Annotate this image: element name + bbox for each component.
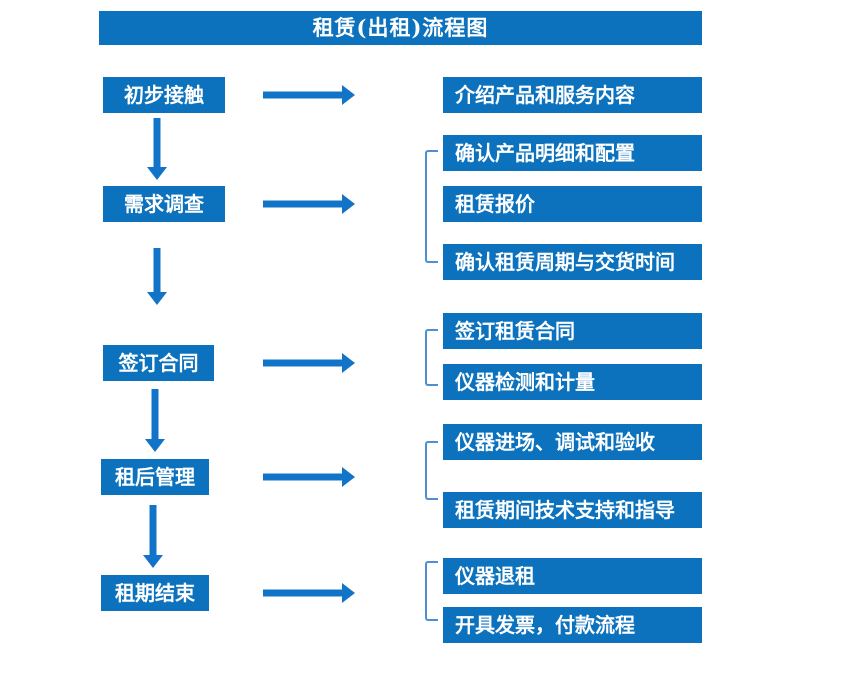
detail-box-confirm-rental-period-delivery: 确认租赁周期与交货时间: [443, 244, 702, 280]
right-arrow-shaft: [263, 200, 343, 208]
down-arrow-icon-3: [145, 389, 165, 452]
bracket-group-post-rental: [425, 441, 438, 500]
right-arrow-icon-5: [263, 583, 355, 603]
right-arrow-shaft: [263, 473, 343, 481]
down-arrow-shaft: [149, 505, 157, 556]
down-arrow-icon-1: [147, 118, 167, 180]
down-arrow-shaft: [151, 389, 159, 440]
flowchart-title: 租赁(出租)流程图: [99, 11, 702, 45]
step-box-rental-end: 租期结束: [101, 575, 209, 611]
bracket-group-rental-end: [425, 561, 438, 621]
detail-box-tech-support-during-rental: 租赁期间技术支持和指导: [443, 492, 702, 528]
right-arrow-head: [342, 583, 355, 603]
right-arrow-head: [342, 467, 355, 487]
detail-box-confirm-product-details: 确认产品明细和配置: [443, 135, 702, 171]
detail-box-invoice-payment-process: 开具发票，付款流程: [443, 607, 702, 643]
right-arrow-icon-1: [263, 85, 355, 105]
step-box-sign-contract: 签订合同: [103, 345, 214, 381]
right-arrow-head: [342, 194, 355, 214]
bracket-group-sign-contract: [425, 329, 438, 386]
detail-box-instrument-entry-debug-acceptance: 仪器进场、调试和验收: [443, 424, 702, 460]
right-arrow-head: [342, 353, 355, 373]
detail-box-sign-rental-contract: 签订租赁合同: [443, 313, 702, 349]
down-arrow-shaft: [153, 248, 161, 293]
right-arrow-shaft: [263, 91, 343, 99]
step-box-initial-contact: 初步接触: [103, 77, 225, 113]
step-box-demand-survey: 需求调查: [103, 186, 225, 222]
down-arrow-icon-2: [147, 248, 167, 305]
right-arrow-shaft: [263, 359, 343, 367]
right-arrow-icon-3: [263, 353, 355, 373]
right-arrow-icon-2: [263, 194, 355, 214]
detail-box-rental-quotation: 租赁报价: [443, 186, 702, 222]
right-arrow-head: [342, 85, 355, 105]
bracket-group-demand-survey: [425, 150, 438, 263]
right-arrow-shaft: [263, 589, 343, 597]
down-arrow-head: [147, 292, 167, 305]
step-box-post-rental-management: 租后管理: [101, 459, 209, 495]
down-arrow-head: [147, 167, 167, 180]
detail-box-instrument-return: 仪器退租: [443, 558, 702, 594]
down-arrow-icon-4: [143, 505, 163, 568]
down-arrow-head: [145, 439, 165, 452]
right-arrow-icon-4: [263, 467, 355, 487]
detail-box-instrument-testing-metering: 仪器检测和计量: [443, 364, 702, 400]
detail-box-introduce-products-services: 介绍产品和服务内容: [443, 77, 702, 113]
down-arrow-shaft: [153, 118, 161, 168]
down-arrow-head: [143, 555, 163, 568]
